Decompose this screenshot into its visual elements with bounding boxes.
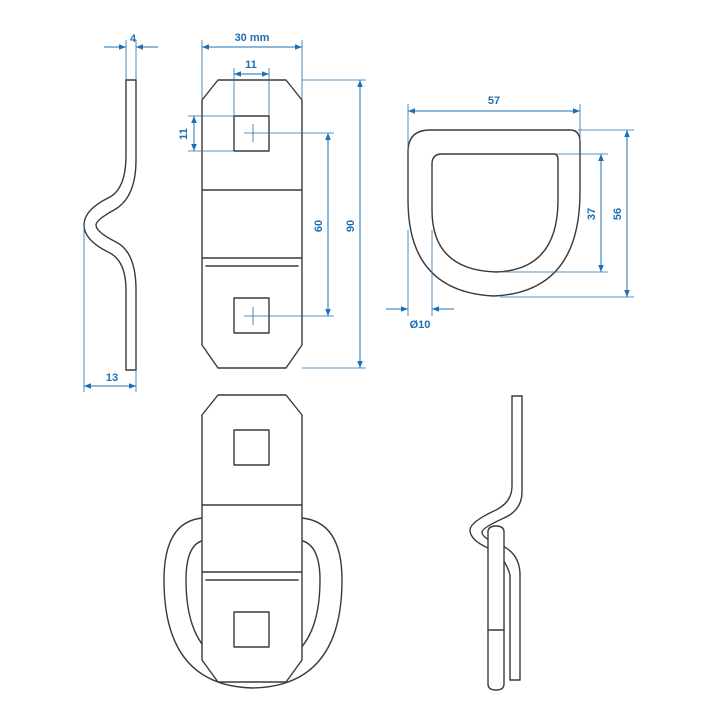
hole-width-label: 11 [245, 59, 257, 71]
ring-view [407, 129, 581, 297]
assembled-lower-hole [233, 611, 270, 648]
ring-inner-height-label: 37 [586, 208, 598, 220]
hole-height-label: 11 [178, 128, 190, 140]
assembled-front-view [163, 394, 343, 689]
plate-upper-hole [233, 115, 270, 152]
plate-length-label: 90 [345, 220, 357, 232]
dim-hole-width: 11 [233, 59, 270, 116]
wire-diameter-label: Ø10 [410, 319, 431, 331]
dim-side-thickness: 4 [104, 33, 158, 80]
ring-width-label: 57 [488, 95, 500, 107]
side-ring-profile [487, 525, 505, 691]
side-depth-label: 13 [106, 372, 118, 384]
dim-ring-width: 57 [407, 95, 581, 150]
plate-width-label: 30 mm [235, 32, 270, 44]
assembled-side-view [469, 395, 523, 691]
front-plate-view [201, 79, 303, 369]
side-thickness-label: 4 [130, 33, 137, 45]
dim-hole-spacing: 60 [262, 132, 334, 317]
dim-wire-diameter: Ø10 [386, 230, 454, 331]
dim-side-depth: 13 [83, 225, 137, 392]
dim-ring-outer-height: 56 [500, 129, 634, 298]
ring-outer-height-label: 56 [612, 208, 624, 220]
dim-plate-width: 30 mm [201, 32, 303, 100]
dim-hole-height: 11 [178, 115, 234, 152]
dim-ring-inner-height: 37 [500, 153, 608, 273]
dim-plate-length: 90 [302, 79, 366, 369]
assembled-upper-hole [233, 429, 270, 466]
side-view [83, 79, 137, 371]
plate-lower-hole [233, 297, 270, 334]
hole-spacing-label: 60 [313, 220, 325, 232]
